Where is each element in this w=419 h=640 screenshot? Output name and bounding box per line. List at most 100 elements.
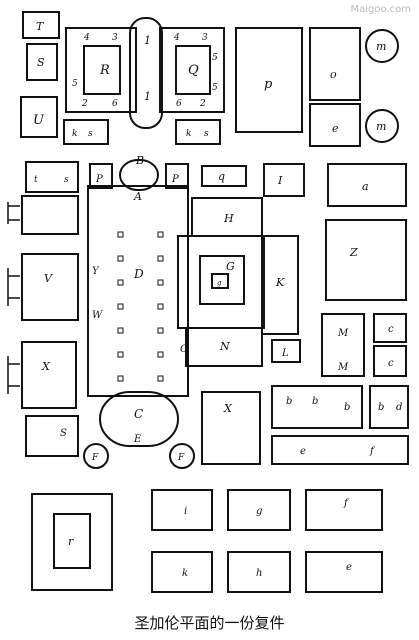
plan-element	[21, 195, 79, 235]
building-k-low	[151, 551, 213, 593]
label-S-low: S	[60, 428, 67, 439]
tower-F1	[83, 443, 109, 469]
label-a: a	[362, 180, 369, 193]
plan-label: 2	[81, 99, 88, 109]
label-g: g	[217, 279, 222, 287]
label-m1: m	[376, 40, 386, 53]
building-q	[201, 165, 247, 187]
tower-m2	[365, 109, 399, 143]
label-f: f	[343, 498, 350, 509]
building-e-low	[305, 551, 383, 593]
label-r: r	[68, 535, 74, 548]
building-e-top	[309, 103, 361, 147]
building-i	[151, 489, 213, 531]
label-g-low: g	[256, 506, 262, 517]
label-c1: c	[388, 324, 394, 335]
plan-label: 6	[112, 99, 118, 109]
building-T	[22, 11, 60, 39]
plan-element	[157, 375, 164, 382]
label-Y: Y	[92, 266, 100, 277]
building-I	[263, 163, 305, 197]
label-W: W	[92, 310, 103, 321]
plan-element	[373, 313, 407, 343]
label-S-top: S	[37, 56, 45, 69]
apse-C	[99, 391, 179, 447]
building-o	[309, 27, 361, 101]
plan-element	[157, 255, 164, 262]
label-B: B	[135, 154, 144, 167]
label-s-c: s	[64, 175, 69, 185]
plan-element	[117, 351, 124, 358]
building-a	[327, 163, 407, 207]
plan-label: k	[72, 129, 77, 139]
label-X1: X	[41, 360, 51, 373]
plan-label: 5	[72, 79, 78, 89]
plan-label: 3	[202, 33, 208, 43]
label-N: N	[219, 340, 230, 353]
label-e-mid2: f	[369, 446, 376, 457]
plan-label: k	[186, 129, 191, 139]
label-I: I	[277, 174, 283, 187]
plan-label: b	[344, 402, 350, 413]
plan-label: s	[204, 129, 209, 139]
building-e-mid	[271, 435, 409, 465]
nave-D	[87, 185, 189, 397]
building-L	[271, 339, 301, 363]
plan-label: 3	[112, 33, 118, 43]
plan-element	[83, 45, 121, 95]
label-H: H	[223, 212, 234, 225]
label-d: d	[396, 402, 402, 413]
plan-element	[199, 255, 245, 305]
label-F2: F	[177, 453, 185, 463]
plan-label: 5	[212, 83, 218, 93]
label-A: A	[133, 190, 142, 203]
label-M2: M	[337, 362, 349, 373]
label-L: L	[281, 348, 289, 359]
plan-element	[369, 385, 409, 429]
building-b	[271, 385, 363, 429]
label-U: U	[33, 113, 45, 128]
label-h: h	[256, 568, 262, 579]
building-P2	[165, 163, 189, 189]
label-K: K	[275, 276, 285, 289]
label-p: p	[264, 77, 273, 92]
tower-m1	[365, 29, 399, 63]
plan-label: b	[312, 396, 318, 407]
plan-element	[117, 255, 124, 262]
church-1	[129, 17, 163, 129]
plan-element	[119, 159, 159, 191]
label-R: R	[99, 63, 110, 78]
plan-element	[175, 45, 211, 95]
cloister-R	[65, 27, 137, 113]
label-V: V	[44, 272, 53, 285]
plan-label: 6	[176, 99, 182, 109]
label-E: E	[133, 434, 142, 445]
plan-element	[157, 303, 164, 310]
label-O: O	[180, 344, 188, 355]
label-e-mid1: e	[300, 446, 306, 457]
nave-column-marks	[117, 231, 164, 382]
label-C: C	[134, 407, 143, 421]
building-r	[31, 493, 113, 591]
plan-element	[20, 11, 409, 593]
building-U	[20, 96, 58, 138]
label-e-low: e	[346, 562, 352, 573]
label-P1: P	[95, 174, 103, 185]
label-e-top: e	[332, 122, 339, 135]
caption: 圣加伦平面的一份复件	[134, 614, 285, 632]
plan-element	[117, 327, 124, 334]
plan-element	[117, 303, 124, 310]
building-t	[25, 161, 79, 193]
building-N	[185, 327, 263, 367]
building-X2	[201, 391, 261, 465]
label-X2: X	[223, 402, 233, 415]
building-p	[235, 27, 303, 133]
building-g-low	[227, 489, 291, 531]
cloister-Q	[159, 27, 225, 113]
label-q: q	[218, 170, 225, 183]
plan-element	[175, 119, 221, 145]
plan-element	[157, 327, 164, 334]
building-f	[305, 489, 383, 531]
tower-F2	[169, 443, 195, 469]
plan-label: 1	[144, 34, 151, 47]
